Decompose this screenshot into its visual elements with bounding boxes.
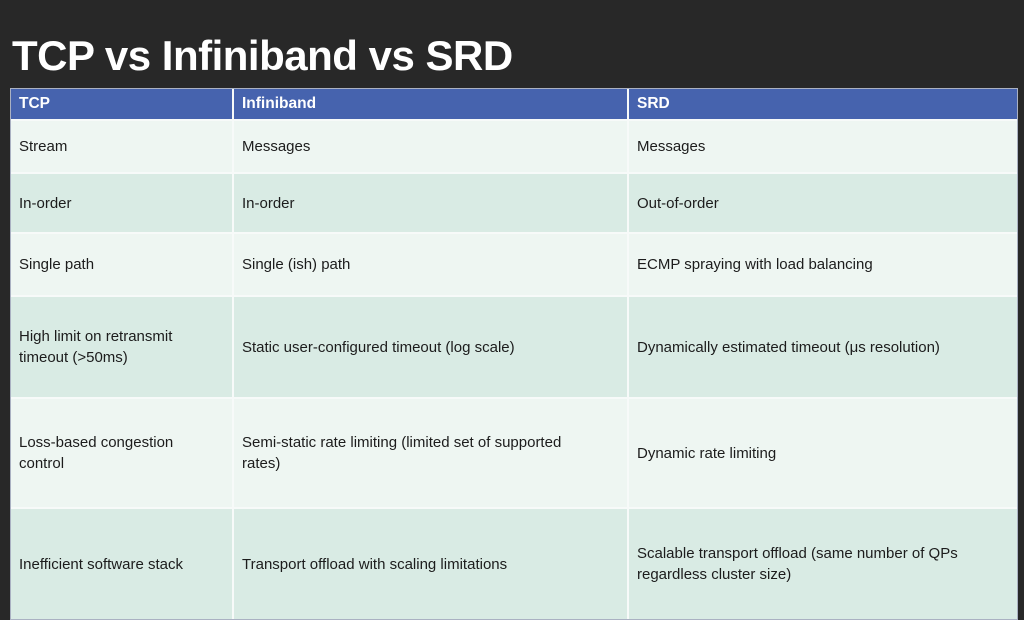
table-cell: In-order bbox=[233, 173, 629, 234]
table-row: High limit on retransmit timeout (>50ms)… bbox=[11, 296, 1017, 399]
table-cell: Static user-configured timeout (log scal… bbox=[233, 296, 629, 399]
table-cell: Dynamic rate limiting bbox=[628, 398, 1017, 509]
table-cell: Transport offload with scaling limitatio… bbox=[233, 508, 629, 619]
table-cell: Inefficient software stack bbox=[11, 508, 234, 619]
slide-title: TCP vs Infiniband vs SRD bbox=[12, 32, 513, 80]
table-cell: Single path bbox=[11, 233, 234, 297]
table-cell: Out-of-order bbox=[628, 173, 1017, 234]
column-header-tcp: TCP bbox=[11, 89, 234, 121]
table-cell: Dynamically estimated timeout (μs resolu… bbox=[628, 296, 1017, 399]
table-cell: High limit on retransmit timeout (>50ms) bbox=[11, 296, 234, 399]
table-cell: In-order bbox=[11, 173, 234, 234]
table-cell: Loss-based congestion control bbox=[11, 398, 234, 509]
table-cell: Semi-static rate limiting (limited set o… bbox=[233, 398, 629, 509]
table-cell: Messages bbox=[628, 120, 1017, 174]
column-header-srd: SRD bbox=[628, 89, 1017, 121]
table-cell: Stream bbox=[11, 120, 234, 174]
table-cell: Messages bbox=[233, 120, 629, 174]
column-header-infiniband: Infiniband bbox=[233, 89, 629, 121]
table-cell: Single (ish) path bbox=[233, 233, 629, 297]
table-header-row: TCP Infiniband SRD bbox=[11, 89, 1017, 121]
table-cell: Scalable transport offload (same number … bbox=[628, 508, 1017, 619]
table-cell: ECMP spraying with load balancing bbox=[628, 233, 1017, 297]
